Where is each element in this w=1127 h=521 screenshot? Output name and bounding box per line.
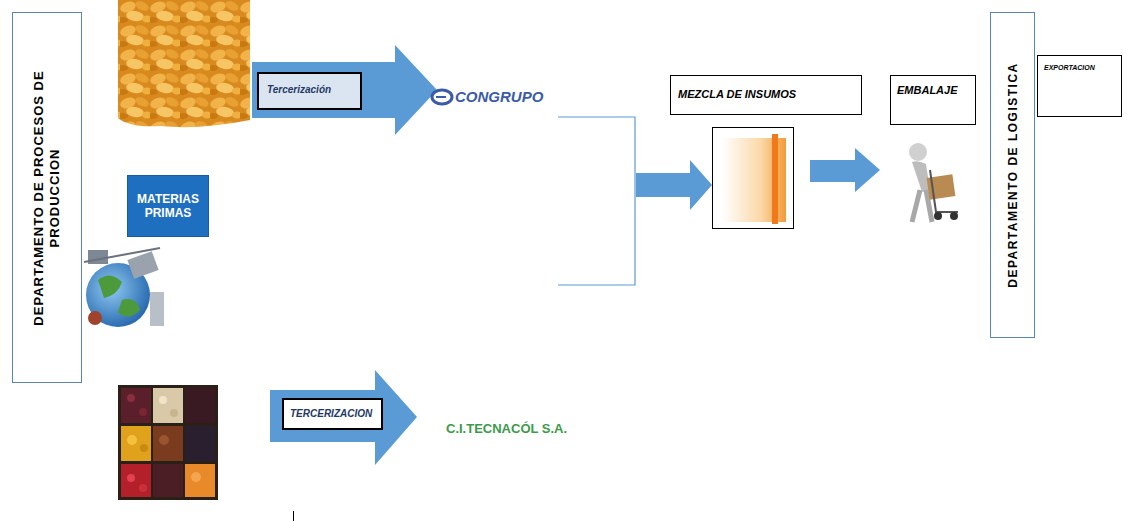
node-text: DEPARTAMENTO DE PROCESOS DE PRODUCCION [31, 20, 62, 375]
output-box: EXPORTACION [1037, 55, 1122, 117]
node-text: EMBALAJE [897, 84, 958, 97]
process-box: EMBALAJE [890, 75, 976, 125]
node-text: TERCERIZACION [290, 408, 372, 420]
node-text: DEPARTAMENTO DE LOGISTICA [1005, 20, 1019, 330]
logo-text: CONGRUPO [455, 88, 543, 105]
department-box: DEPARTAMENTO DE LOGISTICA [990, 12, 1035, 338]
node-text: MEZCLA DE INSUMOS [678, 88, 796, 101]
node-text: EXPORTACION [1044, 64, 1095, 72]
process-box: MEZCLA DE INSUMOS [670, 75, 862, 115]
material-box: MATERIAS PRIMAS [127, 175, 209, 237]
logo-text: C.I.TECNACÓL S.A. [446, 421, 567, 436]
process-box: TERCERIZACION [282, 398, 383, 430]
department-box: DEPARTAMENTO DE PROCESOS DE PRODUCCION [12, 12, 82, 383]
node-text: MATERIAS PRIMAS [132, 192, 204, 221]
process-box: Tercerización [257, 72, 362, 110]
node-text: Tercerización [267, 84, 331, 96]
